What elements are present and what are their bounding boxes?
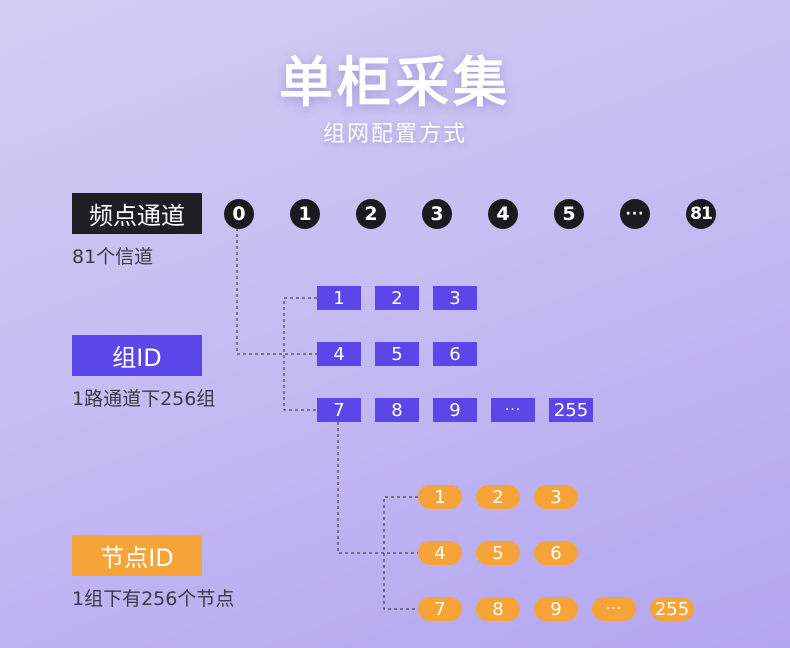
channel-circle-81: 81: [686, 199, 716, 229]
group-box-4: 4: [317, 342, 361, 366]
node-pill-3: 3: [534, 485, 578, 509]
node-pill-2: 2: [476, 485, 520, 509]
group-box-ellipsis: ···: [491, 398, 535, 422]
channel-circle-ellipsis: ···: [620, 199, 650, 229]
group-box-3: 3: [433, 286, 477, 310]
node-pill-9: 9: [534, 597, 578, 621]
group-box-5: 5: [375, 342, 419, 366]
channel-circle-1: 1: [290, 199, 320, 229]
group-label: 组ID: [72, 335, 202, 376]
group-box-6: 6: [433, 342, 477, 366]
channel-label: 频点通道: [72, 193, 202, 234]
node-pill-255: 255: [650, 597, 694, 621]
node-desc: 1组下有256个节点: [72, 588, 235, 610]
connector-channel-to-groups: [236, 228, 317, 355]
group-box-2: 2: [375, 286, 419, 310]
group-box-7: 7: [317, 398, 361, 422]
channel-desc: 81个信道: [72, 246, 154, 268]
connector-node-bracket: [383, 496, 418, 610]
node-pill-ellipsis: ···: [592, 597, 636, 621]
node-pill-5: 5: [476, 541, 520, 565]
channel-circle-4: 4: [488, 199, 518, 229]
channel-circle-3: 3: [422, 199, 452, 229]
node-pill-6: 6: [534, 541, 578, 565]
connector-group-to-nodes: [337, 422, 418, 554]
channel-circle-2: 2: [356, 199, 386, 229]
channel-circle-0: 0: [224, 199, 254, 229]
node-pill-7: 7: [418, 597, 462, 621]
connector-group-bracket: [283, 297, 317, 411]
node-pill-4: 4: [418, 541, 462, 565]
channel-circle-5: 5: [554, 199, 584, 229]
group-box-9: 9: [433, 398, 477, 422]
node-label: 节点ID: [72, 535, 202, 576]
node-pill-8: 8: [476, 597, 520, 621]
group-box-255: 255: [549, 398, 593, 422]
page-subtitle: 组网配置方式: [322, 122, 467, 147]
group-box-8: 8: [375, 398, 419, 422]
group-desc: 1路通道下256组: [72, 388, 216, 410]
group-box-1: 1: [317, 286, 361, 310]
node-pill-1: 1: [418, 485, 462, 509]
page-title: 单柜采集: [279, 51, 511, 114]
